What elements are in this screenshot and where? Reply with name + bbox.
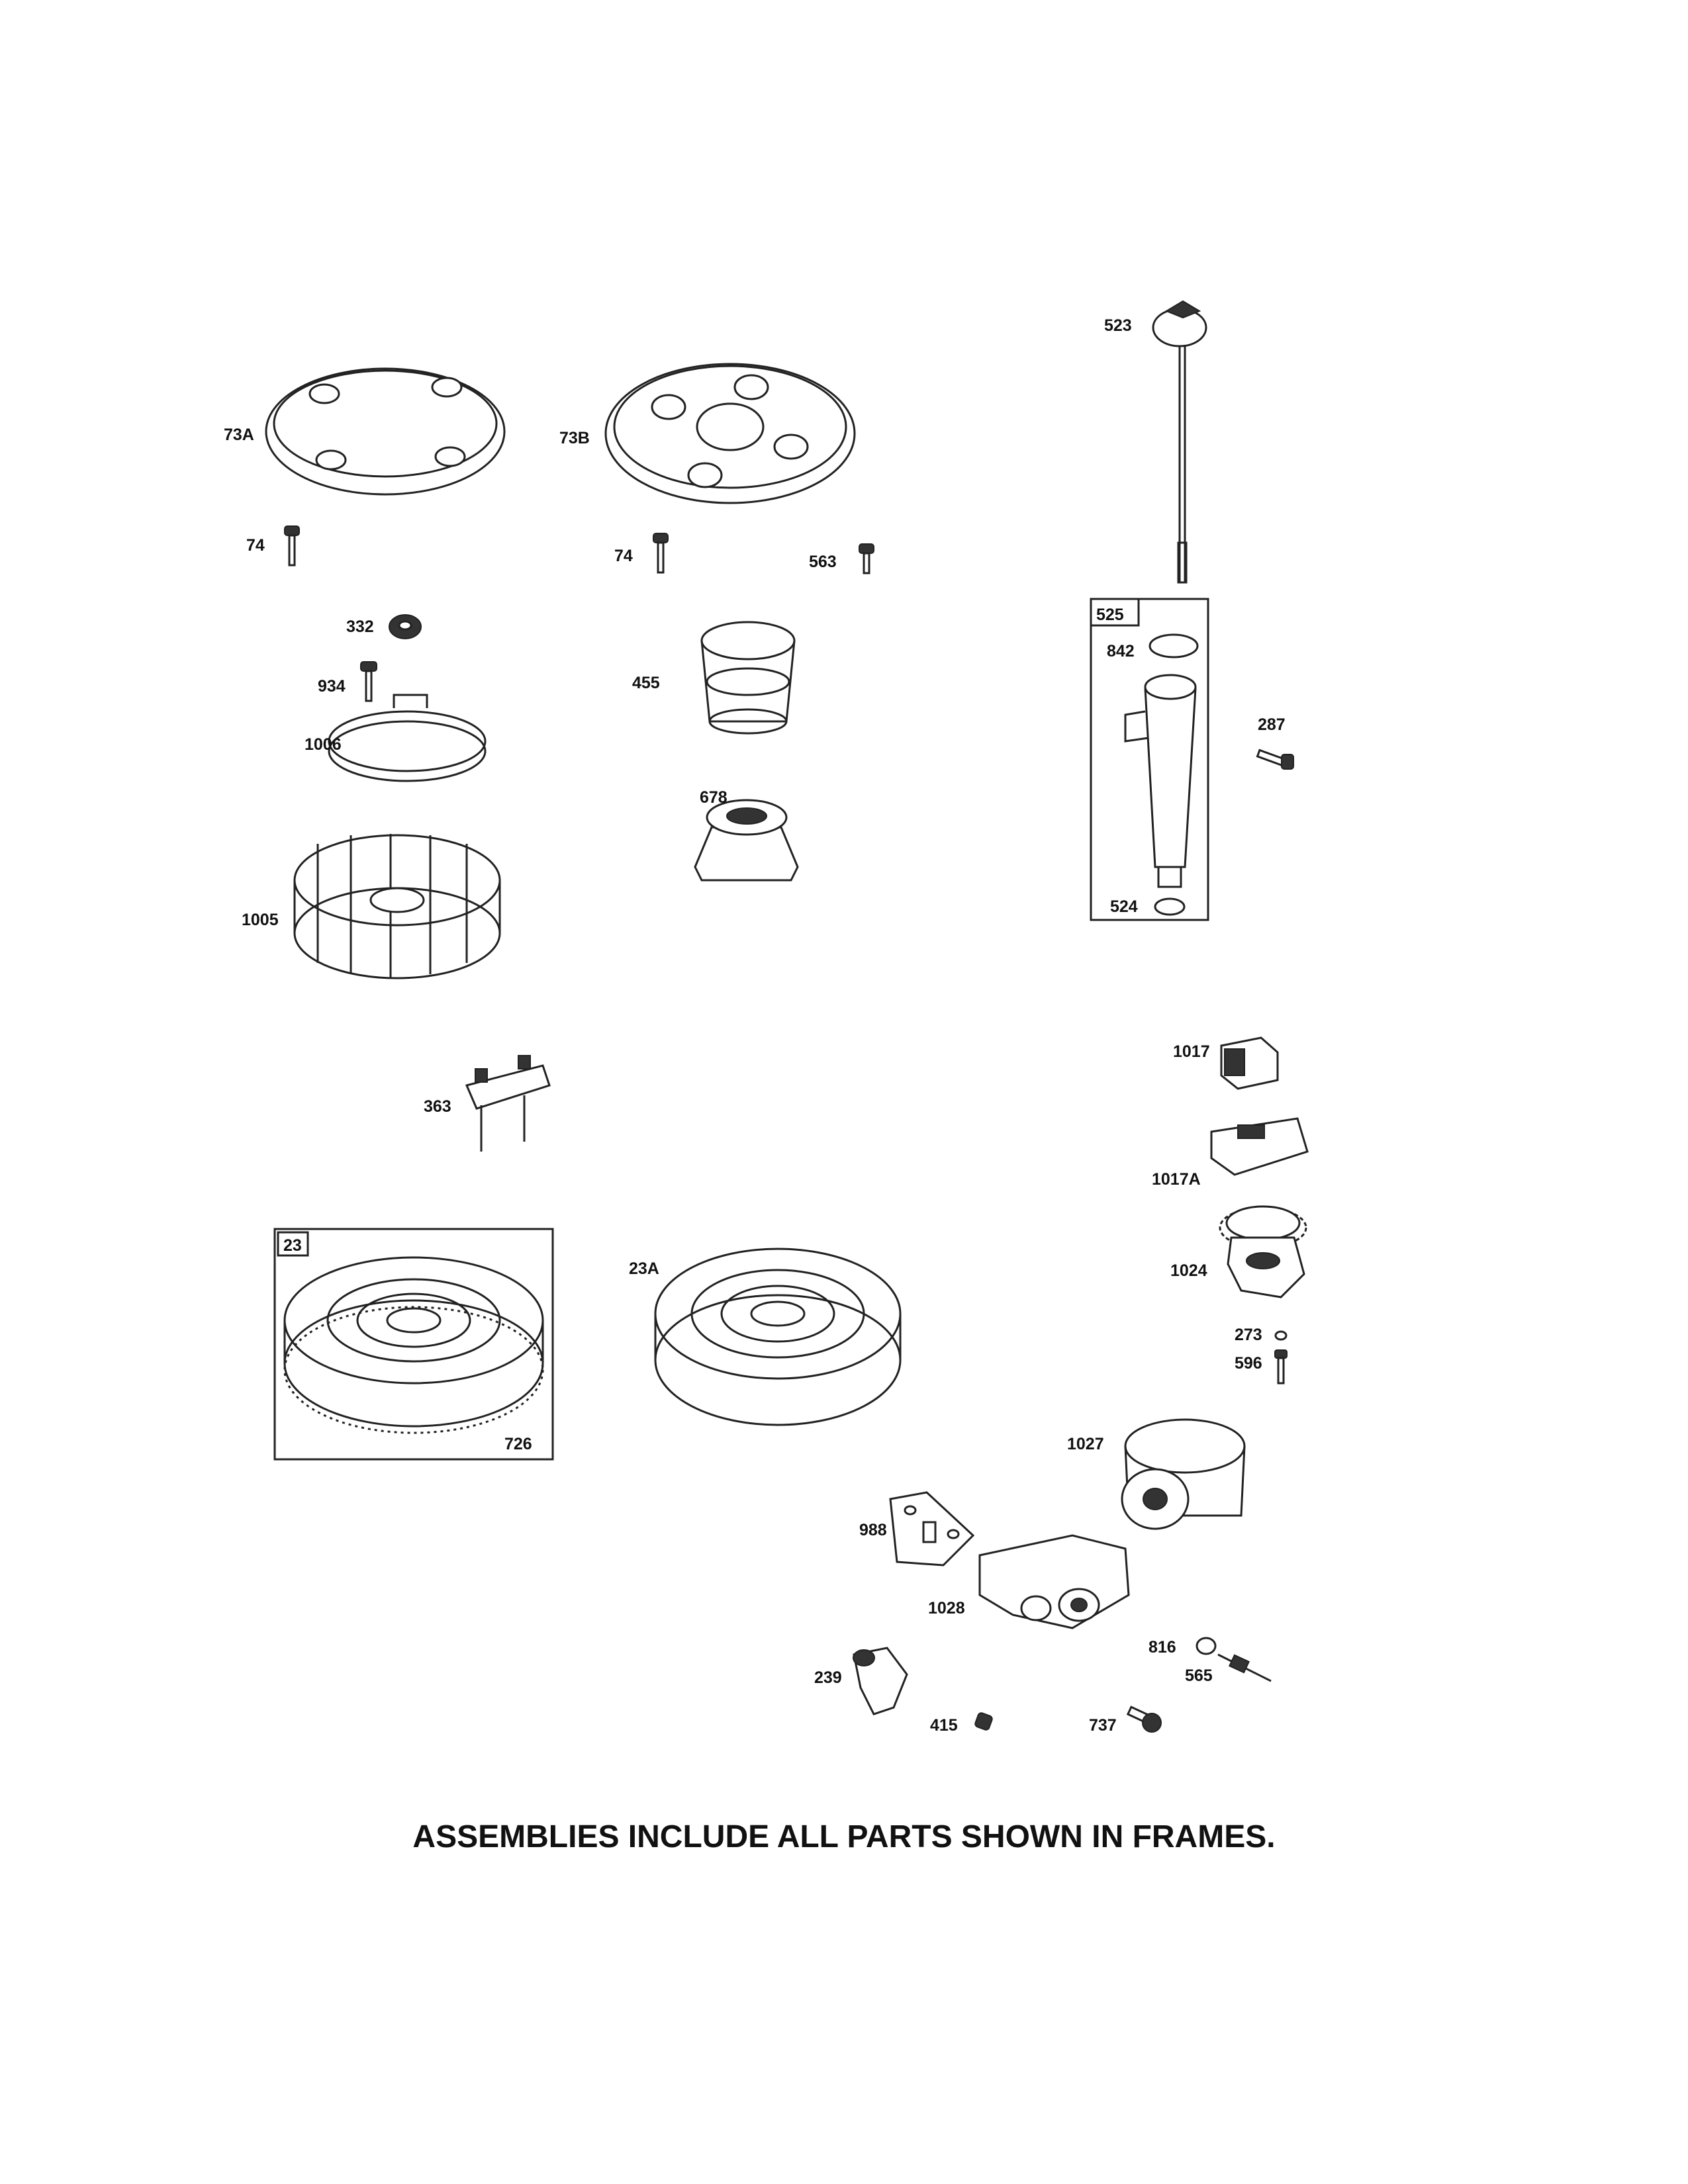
label-239: 239 [814, 1668, 842, 1687]
label-1006: 1006 [305, 735, 342, 754]
part-74-bolt-left [284, 525, 300, 567]
part-73A-cover [265, 367, 506, 496]
label-816: 816 [1149, 1638, 1176, 1657]
part-23-flywheel [283, 1256, 544, 1434]
label-23: 23 [283, 1236, 302, 1255]
label-1024: 1024 [1170, 1261, 1207, 1280]
part-1027-oil-filter [1121, 1418, 1246, 1530]
part-363-bracket [465, 1055, 551, 1152]
label-332: 332 [346, 617, 374, 636]
footer-note: ASSEMBLIES INCLUDE ALL PARTS SHOWN IN FR… [412, 1819, 1276, 1854]
label-73B: 73B [559, 429, 590, 447]
label-1017A: 1017A [1152, 1170, 1201, 1189]
label-1005: 1005 [242, 911, 279, 929]
part-934-screw [360, 661, 377, 702]
label-415: 415 [930, 1716, 958, 1735]
label-737: 737 [1089, 1716, 1117, 1735]
part-1017A-bracket [1210, 1117, 1309, 1176]
label-23A: 23A [629, 1259, 659, 1278]
label-73A: 73A [224, 426, 254, 444]
part-678-housing [694, 799, 799, 882]
label-563: 563 [809, 553, 837, 571]
part-816-washer [1196, 1637, 1217, 1655]
label-1017: 1017 [1173, 1042, 1210, 1061]
part-988-gasket [889, 1491, 975, 1567]
part-1024-pump [1219, 1205, 1307, 1298]
label-455: 455 [632, 674, 660, 692]
part-737-plug [1126, 1706, 1162, 1733]
part-73B-cover [604, 363, 856, 504]
label-525: 525 [1096, 606, 1124, 624]
frame-23-tag [277, 1231, 309, 1257]
label-287: 287 [1258, 715, 1286, 734]
part-1005-fan [293, 834, 501, 979]
label-1027: 1027 [1067, 1435, 1104, 1453]
label-726: 726 [504, 1435, 532, 1453]
frame-525-tag [1090, 598, 1140, 627]
part-415-plug [974, 1712, 993, 1731]
part-332-nut [389, 614, 422, 639]
part-1006-screen [328, 694, 487, 782]
label-842: 842 [1107, 642, 1135, 660]
part-273-washer [1274, 1330, 1288, 1341]
label-524: 524 [1110, 897, 1138, 916]
label-988: 988 [859, 1521, 887, 1539]
label-1028: 1028 [928, 1599, 965, 1617]
label-565: 565 [1185, 1666, 1213, 1685]
part-239-sensor [853, 1647, 908, 1715]
label-273: 273 [1235, 1326, 1262, 1344]
part-287-bolt [1256, 749, 1294, 770]
part-74-bolt-right [653, 533, 669, 574]
frame-23 [273, 1228, 554, 1461]
part-525-tube [1124, 633, 1199, 916]
label-678: 678 [700, 788, 727, 807]
label-934: 934 [318, 677, 346, 696]
part-1017-block [1220, 1036, 1279, 1090]
label-74-left: 74 [246, 536, 265, 555]
part-23A-flywheel [654, 1248, 902, 1426]
part-455-cup [700, 621, 796, 735]
part-596-screw [1274, 1349, 1288, 1385]
part-565-stud [1217, 1653, 1272, 1682]
label-523: 523 [1104, 316, 1132, 335]
label-596: 596 [1235, 1354, 1262, 1373]
part-523-dipstick [1152, 300, 1207, 584]
part-563-screw [859, 543, 874, 574]
frame-525 [1090, 598, 1209, 921]
part-1028-adapter [978, 1534, 1130, 1629]
label-74-right: 74 [614, 547, 633, 565]
label-363: 363 [424, 1097, 451, 1116]
